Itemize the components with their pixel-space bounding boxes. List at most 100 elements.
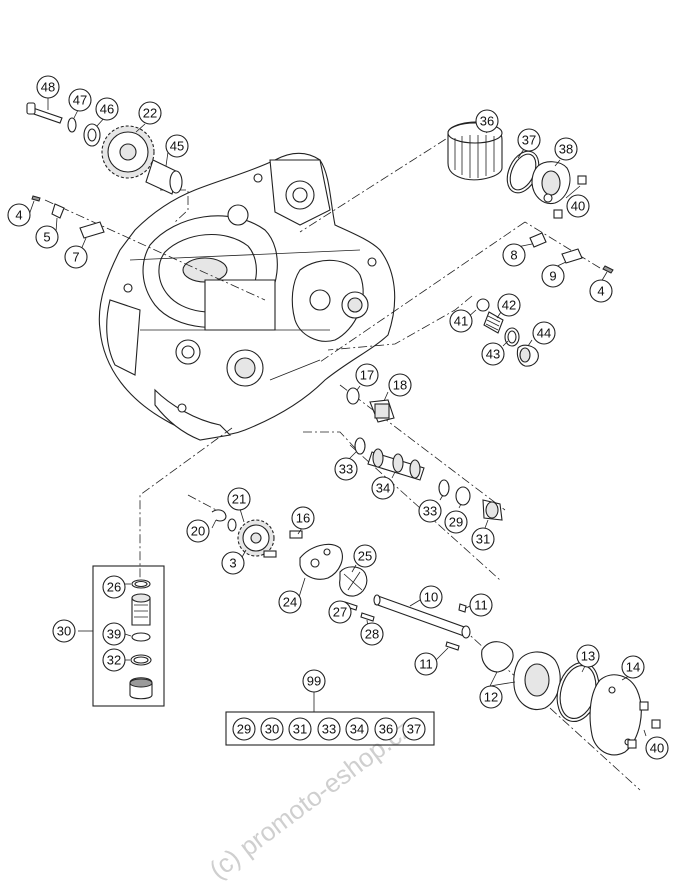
oil-pump-drive	[211, 508, 368, 598]
callout-34[interactable]: 34	[371, 476, 395, 500]
svg-text:34: 34	[350, 722, 364, 737]
svg-text:43: 43	[486, 347, 500, 362]
callout-11-lower[interactable]: 11	[414, 652, 438, 676]
svg-text:41: 41	[454, 314, 468, 329]
svg-text:11: 11	[419, 657, 433, 672]
kit-item-31[interactable]: 31	[288, 717, 312, 741]
kit-99: 29 30 31 33 34 36 37	[225, 691, 435, 746]
svg-text:31: 31	[476, 532, 490, 547]
callout-45[interactable]: 45	[165, 134, 189, 158]
callout-11-upper[interactable]: 11	[469, 593, 493, 617]
callout-3[interactable]: 3	[221, 551, 245, 575]
callout-16[interactable]: 16	[291, 506, 315, 530]
callout-43[interactable]: 43	[481, 342, 505, 366]
callout-26[interactable]: 26	[102, 575, 126, 599]
callout-33-upper[interactable]: 33	[334, 457, 358, 481]
callout-27[interactable]: 27	[328, 600, 352, 624]
callout-99[interactable]: 99	[302, 669, 326, 693]
callouts: 48 47 46 22 45 4 5 7 36 37 38 40 8 9 4 4…	[7, 75, 669, 760]
kit-item-36[interactable]: 36	[374, 717, 398, 741]
svg-text:28: 28	[365, 627, 379, 642]
svg-text:45: 45	[170, 139, 184, 154]
callout-44[interactable]: 44	[532, 321, 556, 345]
kit-item-29[interactable]: 29	[232, 717, 256, 741]
pressure-relief-group	[466, 298, 539, 367]
callout-30[interactable]: 30	[52, 619, 76, 643]
gear-22	[101, 125, 155, 179]
callout-29[interactable]: 29	[444, 510, 468, 534]
svg-text:5: 5	[43, 230, 50, 245]
svg-text:33: 33	[423, 504, 437, 519]
callout-9[interactable]: 9	[541, 264, 565, 288]
svg-text:18: 18	[393, 378, 407, 393]
callout-36[interactable]: 36	[475, 109, 499, 133]
svg-text:29: 29	[449, 515, 463, 530]
callout-12[interactable]: 12	[479, 685, 503, 709]
svg-text:30: 30	[265, 722, 279, 737]
svg-text:42: 42	[502, 298, 516, 313]
callout-37[interactable]: 37	[517, 128, 541, 152]
svg-text:4: 4	[15, 208, 22, 223]
callout-5[interactable]: 5	[35, 225, 59, 249]
svg-text:38: 38	[559, 142, 573, 157]
callout-21[interactable]: 21	[227, 487, 251, 511]
callout-20[interactable]: 20	[186, 519, 210, 543]
svg-text:37: 37	[522, 133, 536, 148]
callout-18[interactable]: 18	[388, 373, 412, 397]
svg-text:12: 12	[484, 690, 498, 705]
callout-48[interactable]: 48	[36, 75, 60, 99]
kit-item-34[interactable]: 34	[345, 717, 369, 741]
callout-4-right[interactable]: 4	[589, 279, 613, 303]
callout-33-lower[interactable]: 33	[418, 499, 442, 523]
svg-text:33: 33	[322, 722, 336, 737]
oil-filter-group	[447, 121, 587, 219]
callout-8[interactable]: 8	[502, 243, 526, 267]
svg-text:14: 14	[626, 660, 640, 675]
callout-42[interactable]: 42	[497, 293, 521, 317]
kit-99-box	[225, 711, 435, 746]
svg-text:26: 26	[107, 580, 121, 595]
callout-24[interactable]: 24	[278, 590, 302, 614]
svg-text:8: 8	[510, 248, 517, 263]
svg-text:4: 4	[597, 284, 604, 299]
engine-case	[98, 152, 396, 441]
svg-text:25: 25	[358, 549, 372, 564]
kit-item-33[interactable]: 33	[317, 717, 341, 741]
svg-text:27: 27	[333, 605, 347, 620]
oil-pump-group	[481, 641, 661, 756]
callout-10[interactable]: 10	[419, 585, 443, 609]
plug-group	[346, 385, 395, 423]
svg-text:11: 11	[474, 598, 488, 613]
pump-shaft-group	[343, 594, 471, 661]
svg-text:40: 40	[650, 741, 664, 756]
kit-item-37[interactable]: 37	[402, 717, 426, 741]
callout-31[interactable]: 31	[471, 527, 495, 551]
callout-41[interactable]: 41	[449, 309, 473, 333]
svg-text:99: 99	[307, 674, 321, 689]
callout-38[interactable]: 38	[554, 137, 578, 161]
callout-25[interactable]: 25	[353, 544, 377, 568]
callout-40-top[interactable]: 40	[566, 194, 590, 218]
svg-text:7: 7	[72, 250, 79, 265]
balancer-gear-group	[26, 96, 183, 195]
kit-item-30[interactable]: 30	[260, 717, 284, 741]
callout-7[interactable]: 7	[64, 245, 88, 269]
callout-17[interactable]: 17	[355, 363, 379, 387]
callout-28[interactable]: 28	[360, 622, 384, 646]
callout-13[interactable]: 13	[576, 644, 600, 668]
svg-text:46: 46	[100, 102, 114, 117]
callout-32[interactable]: 32	[102, 648, 126, 672]
svg-text:44: 44	[537, 326, 551, 341]
callout-14[interactable]: 14	[621, 655, 645, 679]
callout-40-bottom[interactable]: 40	[645, 736, 669, 760]
callout-39[interactable]: 39	[102, 622, 126, 646]
callout-47[interactable]: 47	[68, 88, 92, 112]
callout-22[interactable]: 22	[138, 101, 162, 125]
strainer-kit-box	[92, 565, 165, 707]
callout-4-left[interactable]: 4	[7, 203, 31, 227]
svg-text:10: 10	[424, 590, 438, 605]
callout-46[interactable]: 46	[95, 97, 119, 121]
shaft-group	[347, 437, 503, 529]
